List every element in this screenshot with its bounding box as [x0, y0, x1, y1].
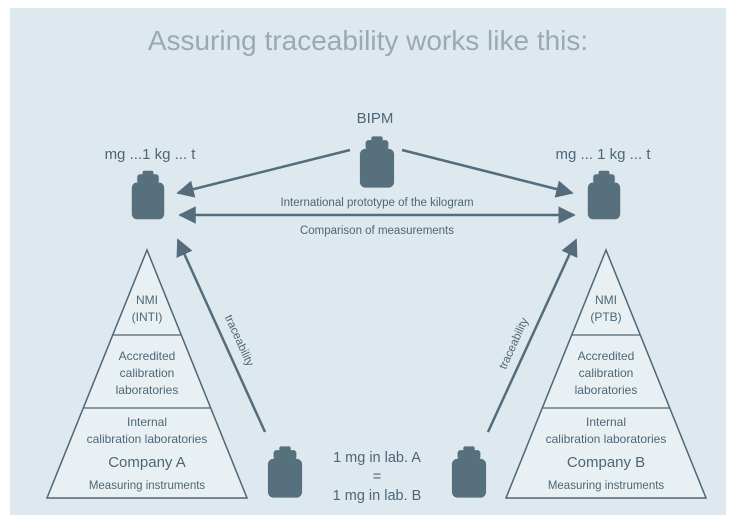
right-accredited-line1: Accredited — [578, 349, 635, 363]
left-pyramid-outline — [45, 247, 249, 499]
left-instruments-label: Measuring instruments — [89, 480, 206, 492]
right-pyramid-outline — [504, 247, 708, 499]
left-accredited-line2: calibration — [120, 366, 175, 380]
page-title: Assuring traceability works like this: — [148, 25, 588, 56]
left-nmi-line1: NMI — [136, 293, 158, 307]
right-company-name: Company B — [567, 454, 645, 471]
right-accredited-line2: calibration — [579, 366, 634, 380]
equality-line1: 1 mg in lab. A — [333, 450, 421, 466]
bipm-label: BIPM — [357, 110, 394, 127]
prototype-label: International prototype of the kilogram — [280, 197, 473, 209]
right-nmi-line1: NMI — [595, 293, 617, 307]
right-internal-line2: calibration laboratories — [546, 432, 667, 446]
right-nmi-line2: (PTB) — [590, 310, 621, 324]
left-company-name: Company A — [108, 454, 186, 471]
right-instruments-label: Measuring instruments — [548, 480, 665, 492]
left-internal-line2: calibration laboratories — [87, 432, 208, 446]
right-range-label: mg ... 1 kg ... t — [555, 146, 651, 163]
left-pyramid: NMI (INTI) Accredited calibration labora… — [45, 247, 249, 499]
equality-sign: = — [373, 469, 381, 485]
comparison-label: Comparison of measurements — [300, 225, 454, 237]
right-traceability-arrow — [486, 238, 578, 433]
right-internal-line1: Internal — [586, 415, 626, 429]
left-accredited-line3: laboratories — [116, 383, 179, 397]
left-accredited-line1: Accredited — [119, 349, 176, 363]
bipm-to-left-arrow — [176, 148, 351, 198]
bipm-to-right-arrow — [401, 148, 574, 198]
left-internal-line1: Internal — [127, 415, 167, 429]
left-traceability-arrow — [176, 238, 267, 433]
right-pyramid: NMI (PTB) Accredited calibration laborat… — [504, 247, 708, 499]
equality-line2: 1 mg in lab. B — [333, 488, 422, 504]
right-accredited-line3: laboratories — [575, 383, 638, 397]
left-nmi-line2: (INTI) — [132, 310, 163, 324]
left-range-label: mg ...1 kg ... t — [105, 146, 197, 163]
